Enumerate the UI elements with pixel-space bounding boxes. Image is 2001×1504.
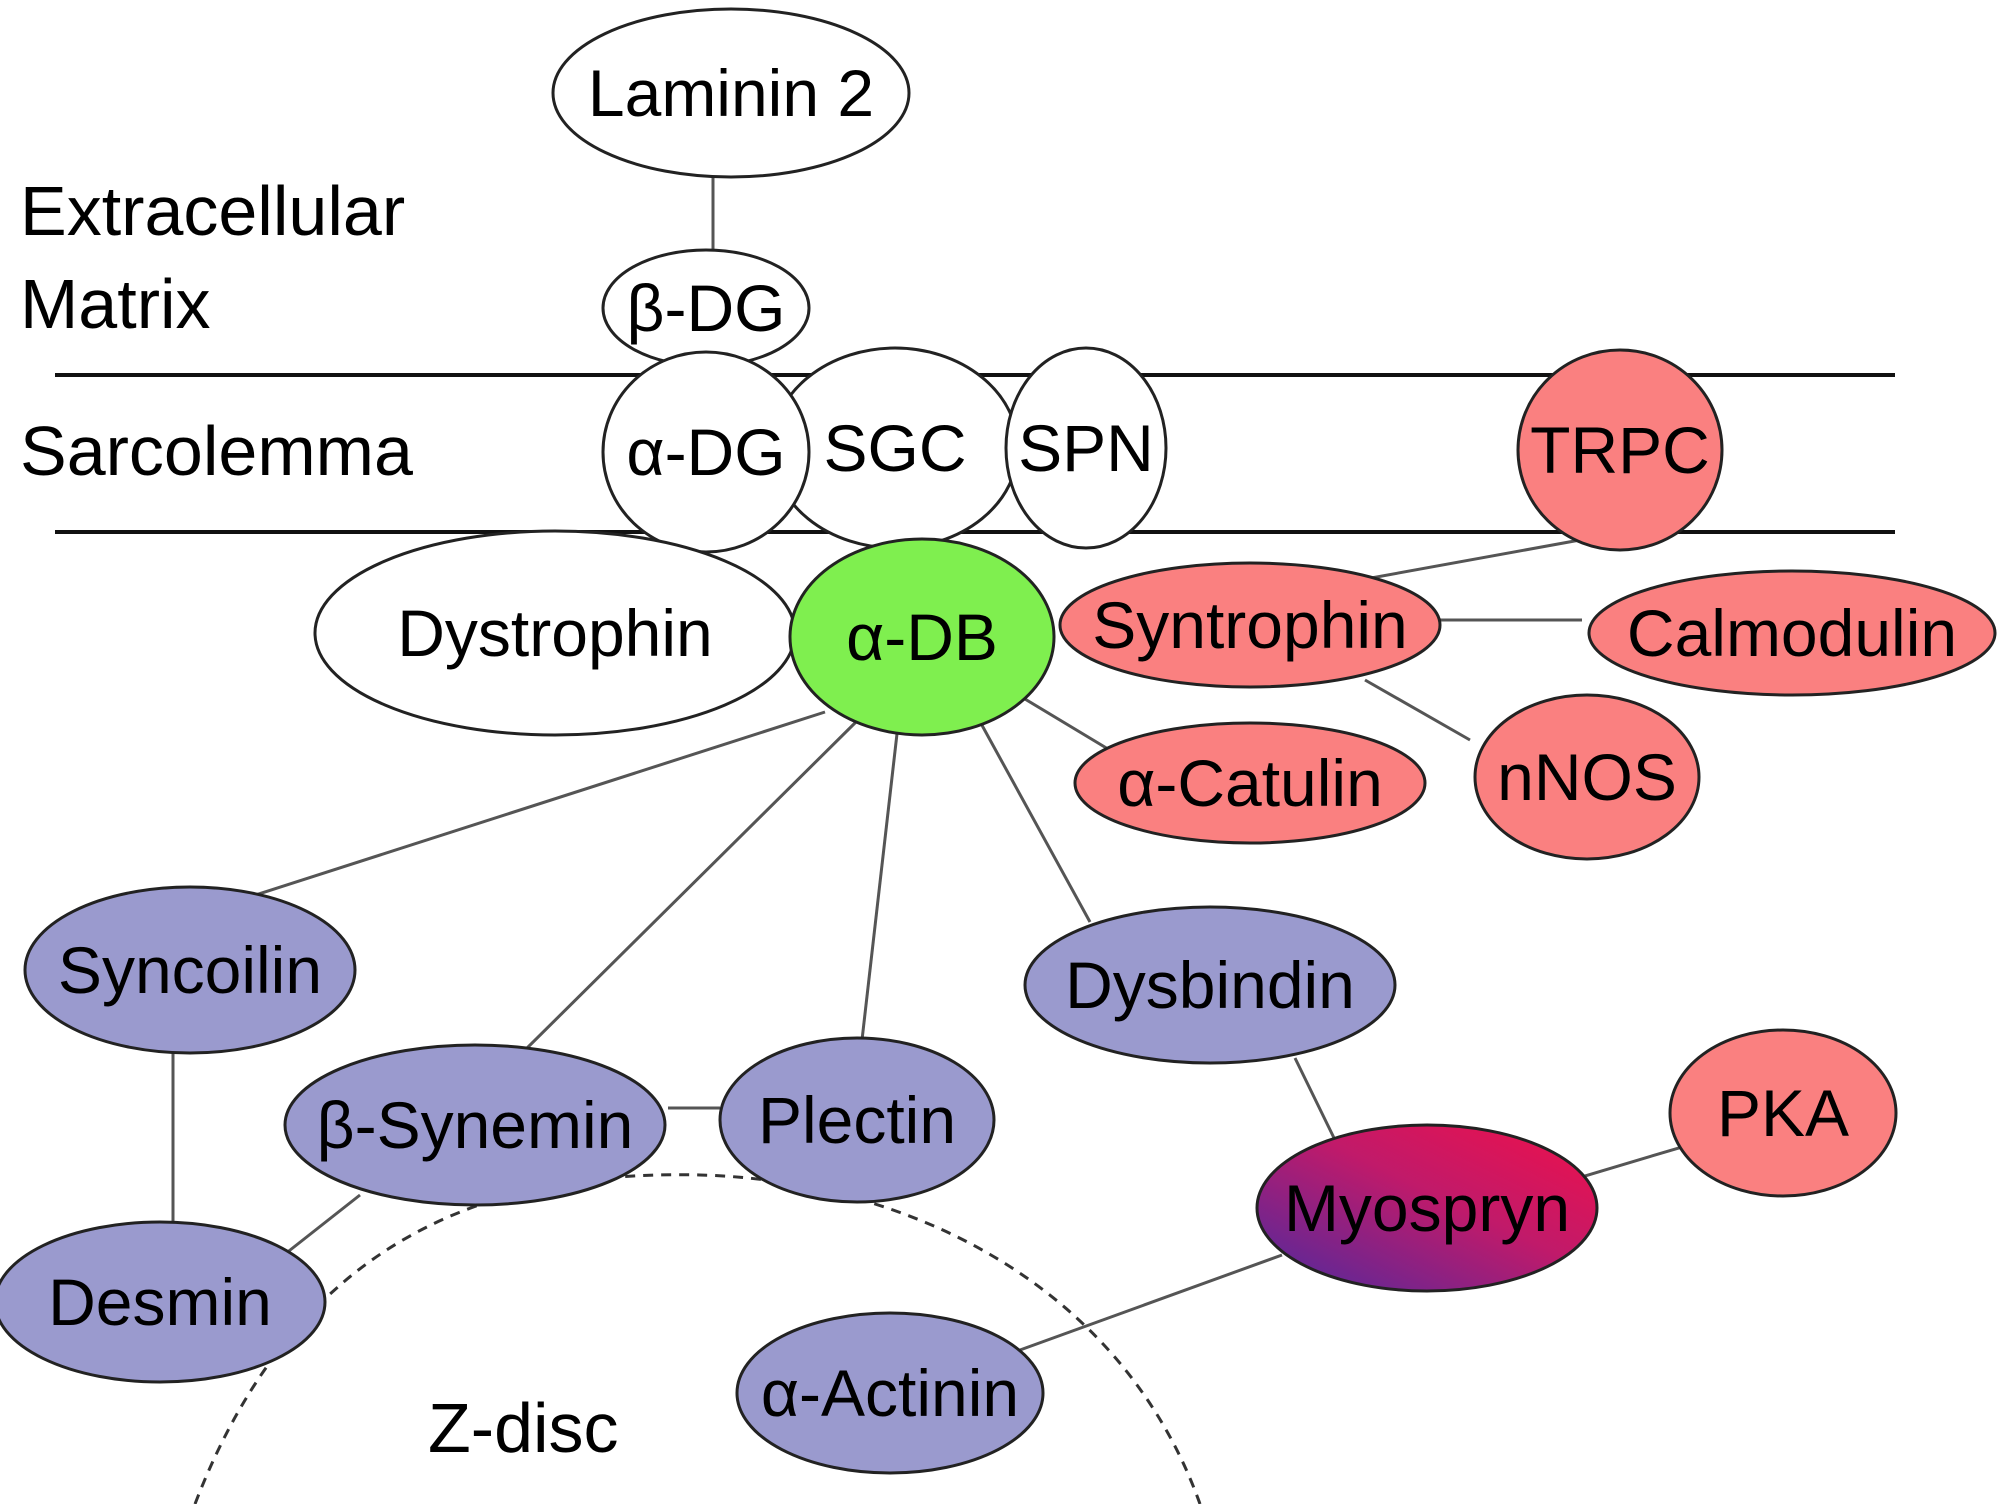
link-alphadb-dysbindin [976,717,1092,923]
link-alphadb-plectin [860,724,900,1041]
node-label: α-Actinin [761,1356,1019,1430]
node-label: Myospryn [1284,1171,1570,1245]
node-label: Laminin 2 [588,56,874,130]
region-label-extracellular-line1: Extracellular [20,172,405,250]
node-desmin: Desmin [0,1220,327,1384]
link-alphadb-synemin [518,716,862,1057]
node-alpha-dg: α-DG [601,350,811,554]
node-syncoilin: Syncoilin [23,885,357,1055]
region-label-extracellular-line2: Matrix [20,265,211,343]
node-beta-synemin: β-Synemin [283,1043,667,1207]
node-label: nNOS [1497,740,1677,814]
region-label-sarcolemma: Sarcolemma [20,412,413,490]
link-syntrophin-nnos [1364,678,1471,742]
node-plectin: Plectin [718,1036,996,1204]
node-label: Dystrophin [397,596,712,670]
node-dystrophin: Dystrophin [313,529,797,737]
node-label: Calmodulin [1627,596,1957,670]
node-label: Syncoilin [58,933,322,1007]
connector-lines [171,177,1683,1352]
node-label: β-Synemin [317,1088,634,1162]
node-label: SPN [1018,411,1154,485]
node-label: β-DG [627,271,786,345]
node-dysbindin: Dysbindin [1023,905,1397,1065]
link-myospryn-actinin [1019,1253,1283,1352]
node-label: Desmin [48,1265,272,1339]
node-trpc: TRPC [1516,348,1724,552]
node-label: Syntrophin [1092,588,1408,662]
node-label: α-DG [626,415,785,489]
node-label: Plectin [758,1083,956,1157]
node-pka: PKA [1668,1028,1898,1198]
node-spn: SPN [1004,346,1168,550]
node-syntrophin: Syntrophin [1058,561,1442,689]
node-beta-dg: β-DG [601,248,811,368]
node-label: SGC [823,411,966,485]
node-alpha-catulin: α-Catulin [1073,721,1427,845]
link-synemin-desmin [279,1193,361,1260]
node-label: Dysbindin [1065,948,1355,1022]
link-myospryn-pka [1577,1145,1683,1180]
node-laminin2: Laminin 2 [551,7,911,179]
node-label: PKA [1717,1076,1849,1150]
node-label: TRPC [1530,413,1710,487]
link-alphadb-catulin [1009,688,1119,757]
node-sgc: SGC [770,346,1020,550]
node-label: α-DB [846,600,998,674]
link-dysbindin-myospryn [1293,1057,1337,1141]
node-myospryn: Myospryn [1255,1123,1599,1293]
link-trpc-syntrophin [1359,538,1581,582]
node-alpha-actinin: α-Actinin [735,1311,1045,1475]
node-alpha-db: α-DB [788,537,1056,737]
node-label: α-Catulin [1117,746,1383,820]
node-nnos: nNOS [1473,693,1701,861]
region-label-zdisc: Z-disc [428,1389,619,1467]
node-calmodulin: Calmodulin [1587,569,1997,697]
link-alphadb-syncoilin [239,710,826,902]
